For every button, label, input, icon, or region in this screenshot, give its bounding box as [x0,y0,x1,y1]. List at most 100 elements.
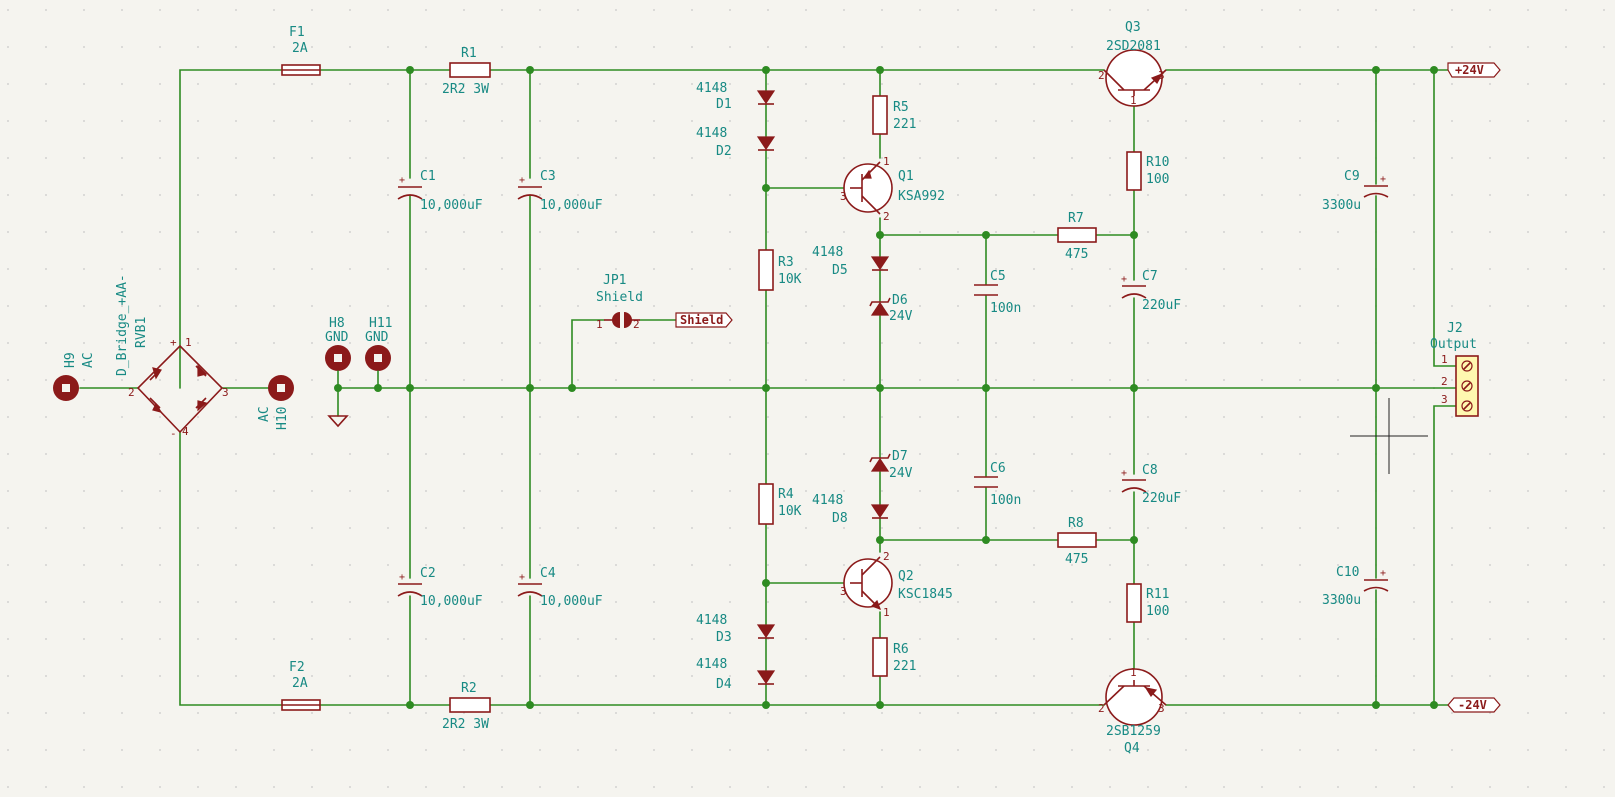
r1-ref: R1 [461,46,477,61]
capacitor-c7[interactable]: + C7 220uF [1121,269,1181,313]
resistor-r3[interactable]: R3 10K [758,249,802,291]
transistor-q1[interactable]: 1 2 3 Q1 KSA992 [840,155,945,223]
diode-d2[interactable]: 4148 D2 [696,126,776,159]
c7-ref: C7 [1142,269,1158,284]
transistor-q4[interactable]: 2 3 1 2SB1259 Q4 [1098,666,1167,756]
resistor-r8[interactable]: R8 475 [1057,516,1097,567]
c6-ref: C6 [990,461,1006,476]
r10-value: 100 [1146,172,1169,187]
r4-value: 10K [778,504,802,519]
r3-ref: R3 [778,255,794,270]
c9-ref: C9 [1344,169,1360,184]
jp1-value: Shield [596,290,643,305]
j2-pin-2: 2 [1441,375,1448,388]
d8-value: 4148 [812,493,843,508]
hole-h11[interactable]: H11 GND [365,316,392,389]
zener-d7[interactable]: D7 24V [869,449,913,481]
r6-ref: R6 [893,642,909,657]
rvb1-pin-2: 2 [128,386,135,399]
diode-d1[interactable]: 4148 D1 [696,81,776,112]
fuse-f1[interactable]: F1 2A [281,25,321,76]
connector-j2[interactable]: 1 2 3 J2 Output [1430,321,1479,417]
c2-value: 10,000uF [420,594,483,609]
h11-ref: H11 [369,316,392,331]
net-label-minus-24v[interactable]: -24V [1447,697,1501,713]
c1-value: 10,000uF [420,198,483,213]
c8-plus-mark: + [1121,468,1127,479]
d1-value: 4148 [696,81,727,96]
hole-h10[interactable]: AC H10 [257,375,294,430]
resistor-r7[interactable]: R7 475 [1057,211,1097,262]
c4-plus-mark: + [519,572,525,583]
r8-value: 475 [1065,552,1088,567]
net-label-shield[interactable]: Shield [675,312,733,328]
r5-ref: R5 [893,100,909,115]
q3-pin-3: 3 [1158,69,1165,82]
hole-h9[interactable]: H9 AC [53,352,96,401]
d3-ref: D3 [716,630,732,645]
d4-ref: D4 [716,677,732,692]
capacitor-c8[interactable]: + C8 220uF [1121,463,1181,506]
resistor-r11[interactable]: R11 100 [1126,583,1169,623]
junctions [334,66,1438,709]
grid-dots [7,9,1605,788]
rvb1-minus: - [170,427,177,440]
f1-ref: F1 [289,25,305,40]
r11-value: 100 [1146,604,1169,619]
bridge-rectifier-rvb1[interactable]: 1 + 2 3 4 - D_Bridge_+AA- RVB1 [115,274,229,440]
q1-pin-2: 2 [883,210,890,223]
c10-ref: C10 [1336,565,1359,580]
j2-pin-3: 3 [1441,393,1448,406]
capacitor-c1[interactable]: + C1 10,000uF [397,169,483,213]
c3-value: 10,000uF [540,198,603,213]
h11-value: GND [365,330,389,345]
d5-ref: D5 [832,263,848,278]
fuse-f2[interactable]: F2 2A [281,660,321,711]
hole-h8[interactable]: H8 GND [325,316,351,389]
resistor-r5[interactable]: R5 221 [872,95,916,135]
jp1-ref: JP1 [603,273,626,288]
capacitor-c3[interactable]: + C3 10,000uF [517,169,603,213]
c2-plus-mark: + [399,572,405,583]
diode-d8[interactable]: 4148 D8 [812,493,890,526]
wires [79,69,1457,706]
capacitor-c6[interactable]: C6 100n [974,461,1021,508]
diode-d4[interactable]: 4148 D4 [696,657,776,692]
transistor-q2[interactable]: 2 1 3 Q2 KSC1845 [840,550,953,619]
q4-pin-2: 2 [1098,702,1105,715]
resistor-r1[interactable]: R1 2R2 3W [442,46,491,97]
ground-icon [327,415,349,428]
r4-ref: R4 [778,487,794,502]
capacitor-c5[interactable]: C5 100n [974,269,1021,316]
q4-ref: Q4 [1124,741,1140,756]
resistor-r4[interactable]: R4 10K [758,483,802,525]
d7-value: 24V [889,466,913,481]
zener-d6[interactable]: D6 24V [869,293,913,324]
c5-ref: C5 [990,269,1006,284]
r2-ref: R2 [461,681,477,696]
resistor-r6[interactable]: R6 221 [872,637,916,677]
transistor-q3[interactable]: 2 3 1 Q3 2SD2081 [1098,20,1167,107]
diode-d3[interactable]: 4148 D3 [696,613,776,645]
net-label-plus-24v[interactable]: +24V [1447,62,1501,78]
c7-plus-mark: + [1121,274,1127,285]
q1-ref: Q1 [898,169,914,184]
j2-pin-1: 1 [1441,353,1448,366]
h8-ref: H8 [329,316,345,331]
q3-ref: Q3 [1125,20,1141,35]
q2-pin-3: 3 [840,585,847,598]
jumper-jp1[interactable]: 1 2 JP1 Shield [596,273,643,331]
c6-value: 100n [990,493,1021,508]
resistor-r2[interactable]: R2 2R2 3W [442,681,491,732]
c4-ref: C4 [540,566,556,581]
d5-value: 4148 [812,245,843,260]
net-label-minus-24v-text: -24V [1458,698,1487,712]
capacitor-c4[interactable]: + C4 10,000uF [517,566,603,609]
rvb1-pin-3: 3 [222,386,229,399]
resistor-r10[interactable]: R10 100 [1126,151,1169,191]
diode-d5[interactable]: 4148 D5 [812,245,890,278]
capacitor-c9[interactable]: + C9 3300u [1322,169,1389,213]
capacitor-c10[interactable]: + C10 3300u [1322,565,1389,608]
c5-value: 100n [990,301,1021,316]
capacitor-c2[interactable]: + C2 10,000uF [397,566,483,609]
